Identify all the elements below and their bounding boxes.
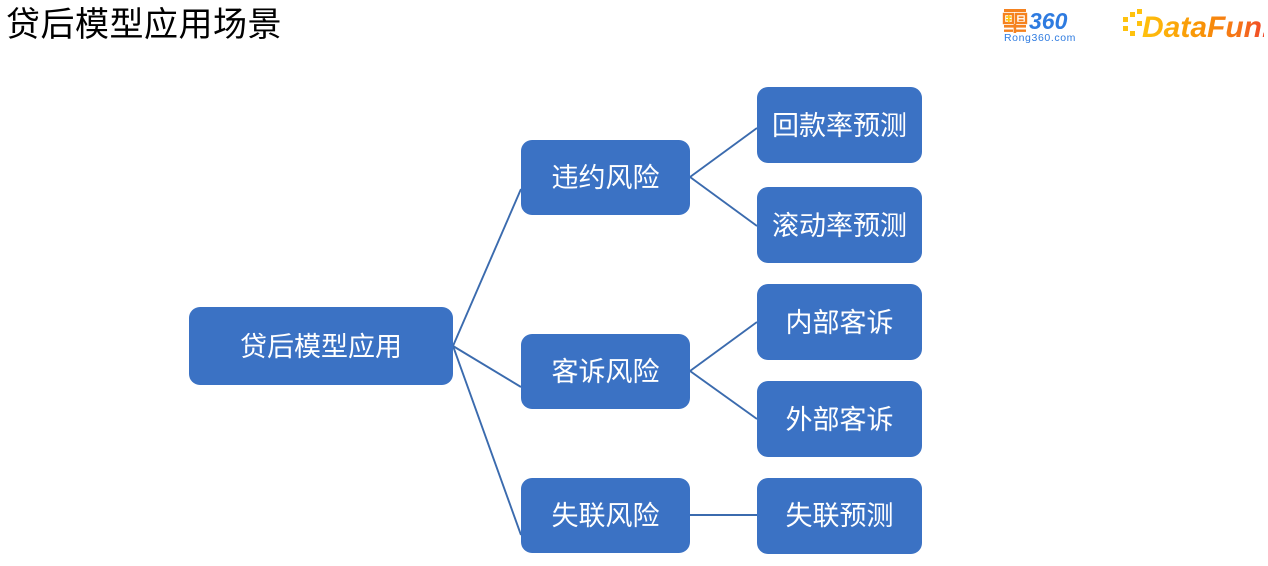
connectors-root-to-branches [452,188,522,536]
connector-root-to-complaint-risk [452,345,522,388]
node-branch-default-risk-label: 违约风险 [552,163,660,193]
connectors-complaint-risk-to-leaves [689,321,758,420]
node-branch-default-risk-rect [521,140,690,215]
rong360-logo: 360 Rong360.com [1002,8,1076,44]
node-leaf-recovery-rate[interactable]: 回款率预测 [757,87,922,163]
node-leaf-internal-complaint[interactable]: 内部客诉 [757,284,922,360]
rong360-caption: Rong360.com [1004,32,1076,44]
datafun-logo: DataFun. [1123,9,1264,44]
page-title: 贷后模型应用场景 [6,6,282,44]
node-leaf-recovery-rate-rect [757,87,922,163]
connector-complaint-risk-to-external [689,370,758,420]
node-root-label: 贷后模型应用 [240,332,402,362]
node-leaf-recovery-rate-label: 回款率预测 [772,111,907,141]
node-leaf-lost-contact-prediction[interactable]: 失联预测 [757,478,922,554]
yen-icon [1006,15,1012,23]
pixel-squares-icon [1123,9,1142,36]
mindmap-diagram: 贷后模型应用 违约风险 客诉风险 失联风险 回款率预测 [0,46,1268,566]
rong360-number: 360 [1029,8,1068,34]
node-branch-complaint-risk[interactable]: 客诉风险 [521,334,690,409]
node-leaf-roll-rate-label: 滚动率预测 [772,211,907,241]
node-leaf-internal-complaint-label: 内部客诉 [786,308,894,338]
node-root[interactable]: 贷后模型应用 [189,307,453,385]
node-leaf-external-complaint-label: 外部客诉 [786,405,894,435]
connector-complaint-risk-to-internal [689,321,758,372]
node-branch-lost-contact-risk-label: 失联风险 [552,501,660,531]
node-branch-complaint-risk-rect [521,334,690,409]
connectors-default-risk-to-leaves [689,127,758,227]
connector-default-risk-to-recovery-rate [689,127,758,178]
node-leaf-roll-rate-rect [757,187,922,263]
connector-root-to-default-risk [452,188,522,347]
node-root-rect [189,307,453,385]
node-leaf-lost-contact-prediction-rect [757,478,922,554]
mindmap-svg: 贷后模型应用 违约风险 客诉风险 失联风险 回款率预测 [189,87,922,554]
node-leaf-roll-rate[interactable]: 滚动率预测 [757,187,922,263]
node-branch-complaint-risk-label: 客诉风险 [552,357,660,387]
svg-text:360: 360 [1029,8,1068,34]
node-leaf-external-complaint[interactable]: 外部客诉 [757,381,922,457]
connector-root-to-lost-contact-risk [452,345,522,536]
node-branch-lost-contact-risk[interactable]: 失联风险 [521,478,690,553]
node-leaf-internal-complaint-rect [757,284,922,360]
node-leaf-lost-contact-prediction-label: 失联预测 [786,501,894,531]
connector-default-risk-to-roll-rate [689,176,758,227]
datafun-wordmark: DataFun. [1142,11,1264,44]
node-branch-lost-contact-risk-rect [521,478,690,553]
rong360-glyph-icon [1002,9,1028,33]
node-branch-default-risk[interactable]: 违约风险 [521,140,690,215]
branding-logo-bar: 360 Rong360.com [1002,6,1264,46]
node-leaf-external-complaint-rect [757,381,922,457]
